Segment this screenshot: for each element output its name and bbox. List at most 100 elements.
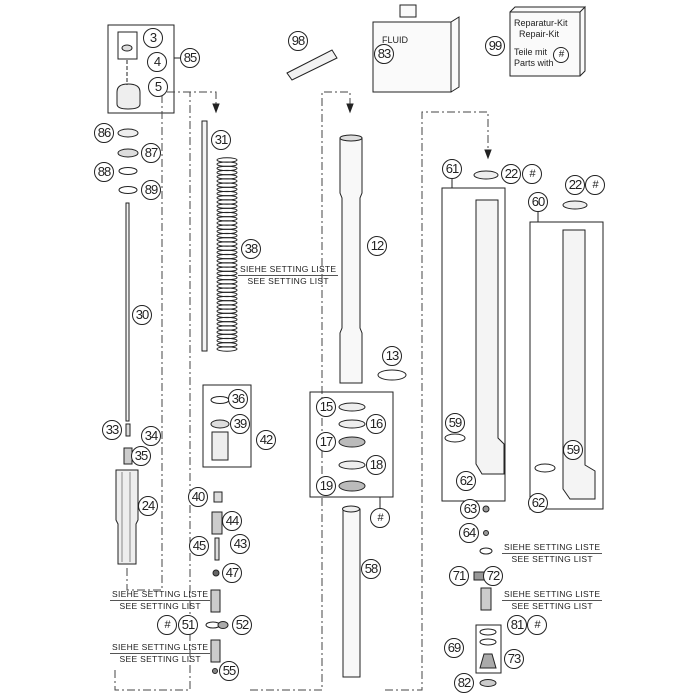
callout-part-18[interactable]: 18 bbox=[366, 455, 386, 475]
callout-part-64[interactable]: 64 bbox=[459, 523, 479, 543]
callout-part-59[interactable]: 59 bbox=[563, 440, 583, 460]
grease-tube bbox=[286, 49, 338, 81]
callout-part-45[interactable]: 45 bbox=[189, 536, 209, 556]
callout-part-35[interactable]: 35 bbox=[131, 446, 151, 466]
repair-kit-line1: Reparatur-Kit bbox=[514, 18, 568, 28]
piston-rod bbox=[201, 120, 208, 352]
assembly-guide-lines bbox=[114, 91, 489, 691]
setting-note-line2: SEE SETTING LIST bbox=[119, 654, 201, 664]
setting-note-line2: SEE SETTING LIST bbox=[119, 601, 201, 611]
callout-part-82[interactable]: 82 bbox=[454, 673, 474, 693]
callout-part-52[interactable]: 52 bbox=[232, 615, 252, 635]
callout-part-13[interactable]: 13 bbox=[382, 346, 402, 366]
seal-stack bbox=[117, 128, 139, 194]
callout-part-98[interactable]: 98 bbox=[288, 31, 308, 51]
callout-part-22[interactable]: 22 bbox=[565, 175, 585, 195]
callout-part-72[interactable]: 72 bbox=[483, 566, 503, 586]
kit-3-frame bbox=[117, 31, 138, 60]
callout-part-36[interactable]: 36 bbox=[228, 389, 248, 409]
callout-part-42[interactable]: 42 bbox=[256, 430, 276, 450]
callout-part-16[interactable]: 16 bbox=[366, 414, 386, 434]
callout-part-99[interactable]: 99 bbox=[485, 36, 505, 56]
callout-part-63[interactable]: 63 bbox=[460, 499, 480, 519]
bushing-set bbox=[338, 402, 366, 492]
callout-part-5[interactable]: 5 bbox=[148, 77, 168, 97]
callout-part-24[interactable]: 24 bbox=[138, 496, 158, 516]
kit-42-frame bbox=[202, 384, 252, 468]
callout-part-34[interactable]: 34 bbox=[141, 426, 161, 446]
outer-tube bbox=[339, 137, 363, 384]
callout-part-71[interactable]: 71 bbox=[449, 566, 469, 586]
callout-part-40[interactable]: 40 bbox=[188, 487, 208, 507]
callout-part-69[interactable]: 69 bbox=[444, 638, 464, 658]
fork-leg-60 bbox=[562, 229, 596, 500]
fork-leg-61 bbox=[475, 199, 505, 475]
kit-85-frame bbox=[107, 24, 175, 114]
callout-part-31[interactable]: 31 bbox=[211, 130, 231, 150]
nut-part bbox=[121, 44, 133, 52]
setting-note-line1: SIEHE SETTING LISTE bbox=[110, 589, 211, 601]
callout-part-3[interactable]: 3 bbox=[143, 28, 163, 48]
repair-kit-symbol: # bbox=[553, 47, 569, 63]
setting-note-line2: SEE SETTING LIST bbox=[511, 601, 593, 611]
callout-part-59[interactable]: 59 bbox=[445, 413, 465, 433]
callout-part-47[interactable]: 47 bbox=[222, 563, 242, 583]
callout-part-19[interactable]: 19 bbox=[316, 476, 336, 496]
repair-kit-line3: Teile mit bbox=[514, 47, 548, 57]
callout-part-81[interactable]: 81 bbox=[507, 615, 527, 635]
repair-kit-marker[interactable]: # bbox=[522, 164, 542, 184]
setting-note-line1: SIEHE SETTING LISTE bbox=[238, 264, 339, 276]
callout-part-85[interactable]: 85 bbox=[180, 48, 200, 68]
inner-tube bbox=[342, 508, 361, 678]
repair-kit-line2: Repair-Kit bbox=[519, 29, 560, 39]
callout-part-55[interactable]: 55 bbox=[219, 661, 239, 681]
callout-part-43[interactable]: 43 bbox=[230, 534, 250, 554]
callout-part-44[interactable]: 44 bbox=[222, 511, 242, 531]
fork-leg-60-frame bbox=[529, 221, 604, 510]
repair-kit-marker[interactable]: # bbox=[370, 508, 390, 528]
fork-spring bbox=[216, 157, 238, 352]
valve-69-frame bbox=[475, 624, 502, 674]
callout-part-17[interactable]: 17 bbox=[316, 432, 336, 452]
cartridge-tube bbox=[115, 469, 139, 565]
callout-part-39[interactable]: 39 bbox=[230, 414, 250, 434]
damper-rod bbox=[125, 202, 130, 422]
callout-part-89[interactable]: 89 bbox=[141, 180, 161, 200]
setting-note-line1: SIEHE SETTING LISTE bbox=[110, 642, 211, 654]
repair-kit-marker[interactable]: # bbox=[157, 615, 177, 635]
callout-part-61[interactable]: 61 bbox=[442, 159, 462, 179]
callout-part-58[interactable]: 58 bbox=[361, 559, 381, 579]
callout-part-38[interactable]: 38 bbox=[241, 239, 261, 259]
callout-part-62[interactable]: 62 bbox=[456, 471, 476, 491]
fluid-bottle bbox=[372, 4, 460, 93]
callout-part-73[interactable]: 73 bbox=[504, 649, 524, 669]
repair-kit-marker[interactable]: # bbox=[585, 175, 605, 195]
callout-part-51[interactable]: 51 bbox=[178, 615, 198, 635]
setting-note-line2: SEE SETTING LIST bbox=[247, 276, 329, 286]
callout-part-60[interactable]: 60 bbox=[528, 192, 548, 212]
setting-note-line1: SIEHE SETTING LISTE bbox=[502, 589, 603, 601]
callout-part-83[interactable]: 83 bbox=[374, 44, 394, 64]
repair-kit-marker[interactable]: # bbox=[527, 615, 547, 635]
callout-part-33[interactable]: 33 bbox=[102, 420, 122, 440]
callout-part-30[interactable]: 30 bbox=[132, 305, 152, 325]
callout-part-88[interactable]: 88 bbox=[94, 162, 114, 182]
callout-part-62[interactable]: 62 bbox=[528, 493, 548, 513]
callout-part-12[interactable]: 12 bbox=[367, 236, 387, 256]
callout-part-4[interactable]: 4 bbox=[147, 52, 167, 72]
callout-part-86[interactable]: 86 bbox=[94, 123, 114, 143]
repair-kit-line4: Parts with bbox=[514, 58, 554, 68]
callout-part-15[interactable]: 15 bbox=[316, 397, 336, 417]
setting-note-line2: SEE SETTING LIST bbox=[511, 554, 593, 564]
callout-part-22[interactable]: 22 bbox=[501, 164, 521, 184]
setting-note-line1: SIEHE SETTING LISTE bbox=[502, 542, 603, 554]
callout-part-87[interactable]: 87 bbox=[141, 143, 161, 163]
spring-coil bbox=[216, 346, 238, 352]
